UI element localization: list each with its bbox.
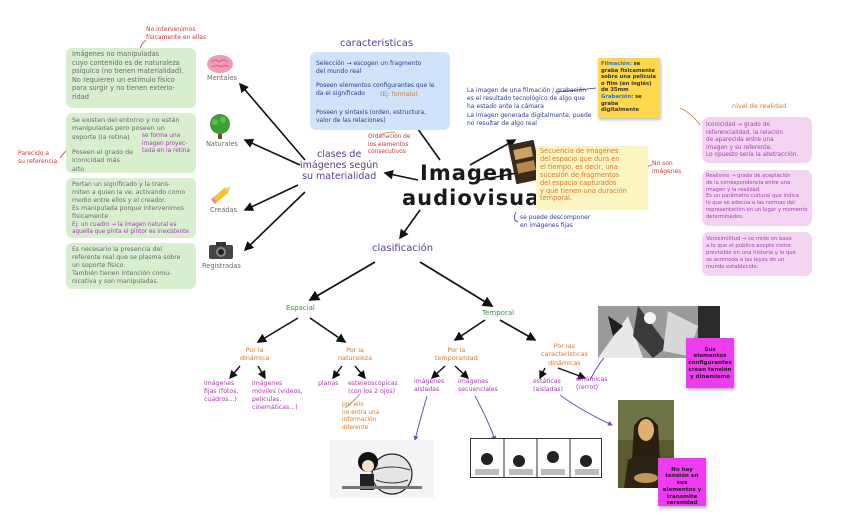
realismo-text: Realismo → grado de aceptación de la cor… xyxy=(706,173,808,220)
pencil-icon xyxy=(210,183,234,205)
serenidad-note: No hay tensión en sus elementos y transm… xyxy=(658,458,706,506)
ej-formato-text: (Ej: formato) xyxy=(380,91,418,98)
creadas-text1: Portan un significado y la trans- miten … xyxy=(72,181,186,221)
creadas-box xyxy=(66,178,196,238)
main-title-line2: audiovisual xyxy=(402,186,549,210)
naturales-box xyxy=(66,113,196,173)
naturales-soporte-text: se forma una imagen proyec- tada en la r… xyxy=(142,133,190,155)
temporal-label: Temporal xyxy=(482,309,515,317)
imagenes-secuenciales-text: imágenes secuenciales xyxy=(458,378,498,394)
comic-strip-image xyxy=(470,438,602,478)
naturales-label: Naturales xyxy=(206,140,238,148)
estaticas-text: estáticas (aisladas) xyxy=(533,378,564,394)
serenidad-note-text: No hay tensión en sus elementos y transm… xyxy=(662,466,702,507)
caracteristicas-heading: caracteristicas xyxy=(340,38,414,49)
creadas-label: Creadas xyxy=(210,206,237,214)
film-strip-icon xyxy=(508,140,542,184)
verosimilitud-text: Verosimilitud → se mide en base a lo que… xyxy=(706,236,796,270)
creadas-ej-text: Ej: un cuadro → la imagen natural es aqu… xyxy=(72,222,189,236)
mafalda-globe-image xyxy=(330,440,434,498)
camera-icon xyxy=(208,240,234,260)
iconicidad-text: Iconicidad → grado de referencialidad, l… xyxy=(706,122,799,159)
imagenes-fijas-text: imágenes fijas (fotos, cuadros...) xyxy=(204,380,239,404)
secuencia-box xyxy=(536,146,648,210)
parecido-text: Parecido a su referencia xyxy=(18,150,58,165)
realismo-box xyxy=(702,170,812,226)
grabacion-label: Grabación: xyxy=(601,94,634,101)
grabacion-text: se graba digitalmente xyxy=(601,94,642,114)
mona-lisa-image xyxy=(618,400,674,488)
poseen-sintaxis-text: Poseen y sintaxis (orden, estructura, va… xyxy=(316,109,427,124)
mentales-text: Imágenes no manipuladas cuyo contenido e… xyxy=(72,50,184,101)
por-naturaleza-label: Por la naturaleza xyxy=(338,346,373,363)
definicion-filmacion-text: La imagen de una filmación / grabación e… xyxy=(467,87,587,110)
definicion-digital-text: La imagen generada digitalmente, puede n… xyxy=(467,112,592,127)
guernica-image xyxy=(598,306,720,358)
filmacion-text: se graba físicamente sobre una película … xyxy=(601,61,656,94)
espacial-label: Espacial xyxy=(286,304,315,312)
nivel-realidad-heading: nivel de realidad xyxy=(732,102,787,110)
por-ello-text: por ello no entra una información difere… xyxy=(342,402,380,431)
caracteristicas-box xyxy=(310,52,450,130)
ordenacion-text: Ordenación de los elementos consecutivos xyxy=(368,134,411,156)
secuencia-text: Secuencia de imágenes del espacio que du… xyxy=(540,147,627,203)
registradas-label: Registradas xyxy=(202,262,241,270)
naturales-text1: Se existen del entorno y no están manipu… xyxy=(72,116,180,141)
por-caracteristicas-label: Por las características dinámicas xyxy=(541,342,588,367)
poseen-elementos-text: Poseen elementos configurantes que le da… xyxy=(316,82,435,97)
tension-note: Sus elementos configurantes crean tensió… xyxy=(686,338,734,388)
registradas-text: Es necesario la presencia del referente … xyxy=(72,246,181,286)
no-intervenimos-text: No intervenimos físicamente en ellas xyxy=(146,26,207,41)
iconicidad-box xyxy=(702,117,812,163)
tree-icon xyxy=(208,114,232,140)
por-temporalidad-label: Por la temporalidad xyxy=(435,346,478,363)
imagenes-moviles-text: imágenes móviles (vídeos, películas, cin… xyxy=(252,380,303,412)
naturales-text2: Poseen el grado de iconicidad más alto xyxy=(72,148,134,173)
tension-note-text: Sus elementos configurantes crean tensió… xyxy=(688,346,732,380)
descomponer-text: se puede descomponer en imágenes fijas xyxy=(520,214,591,229)
mentales-box xyxy=(66,48,196,108)
estereoscopicas-text: estereoscópicas (con los 2 ojos) xyxy=(348,380,398,396)
imagenes-aisladas-text: imágenes aisladas xyxy=(414,378,445,394)
clases-heading: clases de imágenes según su materialidad xyxy=(300,149,379,182)
main-title-line1: Imagen xyxy=(420,161,515,185)
verosimilitud-box xyxy=(702,232,812,276)
registradas-box xyxy=(66,243,196,289)
brain-icon xyxy=(206,54,234,74)
clasificacion-heading: clasificación xyxy=(372,243,434,254)
filmacion-label: Filmación: xyxy=(601,61,632,67)
no-son-imagenes-text: No son imágenes xyxy=(652,160,682,175)
planas-text: planas xyxy=(318,380,339,387)
dinamicas-text: dinámicas (rerrot) xyxy=(576,376,608,392)
seleccion-text: Selección → escogen un fragmento del mun… xyxy=(316,60,422,75)
mentales-label: Mentales xyxy=(207,74,237,82)
por-dinamica-label: Por la dinámica xyxy=(240,346,270,363)
sticky-note: Filmación: se graba físicamente sobre un… xyxy=(598,58,660,118)
